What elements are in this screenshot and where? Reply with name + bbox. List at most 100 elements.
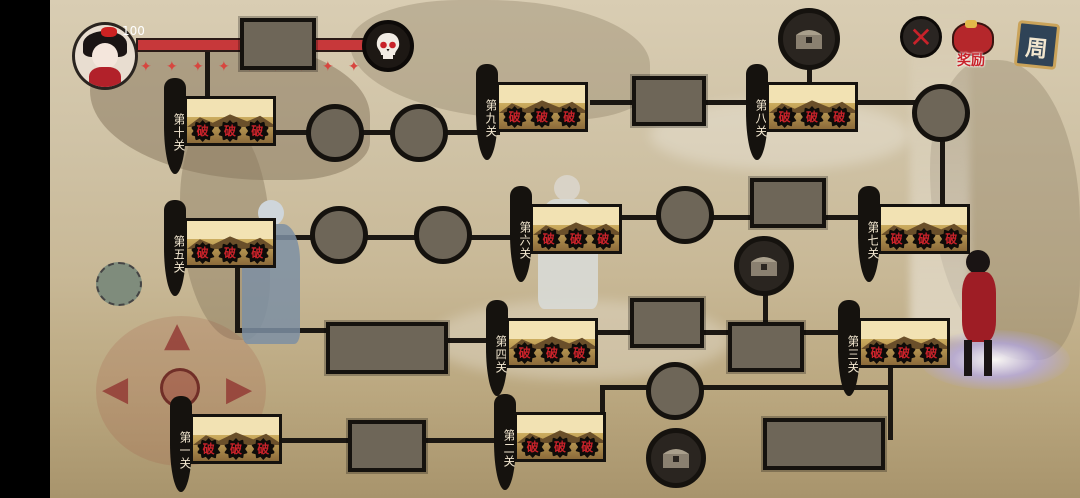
chest-icon — [796, 30, 822, 49]
reward-label: 奖励 — [957, 53, 985, 69]
broken-seal-icon: 破 — [884, 228, 909, 250]
close-button[interactable]: ✕ — [900, 16, 942, 58]
level-card[interactable]: 破破破 — [190, 414, 282, 464]
level-card-sky — [769, 85, 855, 103]
level-card[interactable]: 破破破 — [184, 218, 276, 268]
map-path — [595, 330, 845, 335]
level-seals: 破破破 — [189, 242, 271, 264]
broken-seal-icon: 破 — [772, 106, 797, 128]
level-label: 第八关 — [746, 64, 768, 160]
level-label: 第七关 — [858, 186, 880, 282]
avatar-bow — [101, 27, 117, 37]
map-node-circle[interactable] — [306, 104, 364, 162]
map-path — [205, 40, 210, 100]
level-node-3[interactable]: 第三关破破破 — [838, 300, 958, 396]
arrow-right-icon[interactable]: ▶ — [226, 369, 253, 409]
map-node-circle[interactable] — [912, 84, 970, 142]
map-path — [888, 360, 893, 440]
level-node-10[interactable]: 第十关破破破 — [164, 78, 284, 174]
level-node-8[interactable]: 第八关破破破 — [746, 64, 866, 160]
level-card[interactable]: 破破破 — [878, 204, 970, 254]
chest-icon — [663, 449, 689, 468]
level-label: 第四关 — [486, 300, 508, 396]
level-seals: 破破破 — [511, 342, 593, 364]
map-node-box[interactable] — [750, 178, 826, 228]
level-node-2[interactable]: 第二关破破破 — [494, 394, 614, 490]
reward-button[interactable]: 奖励 — [946, 20, 996, 72]
broken-seal-icon: 破 — [567, 342, 592, 364]
broken-seal-icon: 破 — [536, 228, 561, 250]
map-node-circle[interactable] — [656, 186, 714, 244]
level-card-sky — [187, 221, 273, 239]
level-seals: 破破破 — [863, 342, 945, 364]
level-seals: 破破破 — [195, 438, 277, 460]
flame-icon: ✦ — [322, 59, 334, 75]
broken-seal-icon: 破 — [512, 342, 537, 364]
map-path — [440, 130, 500, 135]
arrow-up-icon[interactable]: ▲ — [164, 315, 191, 355]
level-node-5[interactable]: 第五关破破破 — [164, 200, 284, 296]
level-card[interactable]: 破破破 — [514, 412, 606, 462]
map-node-box[interactable] — [632, 76, 706, 126]
map-path — [235, 255, 240, 330]
level-node-9[interactable]: 第九关破破破 — [476, 64, 596, 160]
heroine-character — [950, 250, 1010, 380]
broken-seal-icon: 破 — [575, 436, 600, 458]
broken-seal-icon: 破 — [217, 242, 242, 264]
broken-seal-icon: 破 — [911, 228, 936, 250]
level-label: 第六关 — [510, 186, 532, 282]
map-path — [600, 385, 890, 390]
map-path — [620, 215, 860, 220]
treasure-chest-node[interactable] — [646, 428, 706, 488]
treasure-chest-node[interactable] — [734, 236, 794, 296]
level-node-7[interactable]: 第七关破破破 — [858, 186, 978, 282]
boss-skull-node[interactable] — [362, 20, 414, 72]
player-avatar[interactable] — [72, 22, 138, 90]
level-card-sky — [861, 321, 947, 339]
map-node-circle[interactable] — [414, 206, 472, 264]
flame-icon: ✦ — [348, 59, 360, 75]
map-node-box[interactable] — [763, 418, 885, 470]
broken-seal-icon: 破 — [919, 342, 944, 364]
level-card[interactable]: 破破破 — [496, 82, 588, 132]
map-node-box[interactable] — [728, 322, 804, 372]
level-label: 第三关 — [838, 300, 860, 396]
broken-seal-icon: 破 — [251, 438, 276, 460]
arrow-left-icon[interactable]: ◀ — [102, 369, 129, 409]
broken-seal-icon: 破 — [190, 242, 215, 264]
level-seals: 破破破 — [519, 436, 601, 458]
level-card[interactable]: 破破破 — [184, 96, 276, 146]
level-label: 第二关 — [494, 394, 516, 490]
map-node-box[interactable] — [630, 298, 704, 348]
map-node-circle[interactable] — [390, 104, 448, 162]
broken-seal-icon: 破 — [557, 106, 582, 128]
map-node-circle[interactable] — [310, 206, 368, 264]
week-button[interactable]: 周 — [1013, 19, 1061, 71]
level-card[interactable]: 破破破 — [858, 318, 950, 368]
level-seals: 破破破 — [501, 106, 583, 128]
broken-seal-icon: 破 — [799, 106, 824, 128]
level-card[interactable]: 破破破 — [506, 318, 598, 368]
broken-seal-icon: 破 — [939, 228, 964, 250]
map-node-box[interactable] — [348, 420, 426, 472]
broken-seal-icon: 破 — [827, 106, 852, 128]
treasure-chest-node[interactable] — [778, 8, 840, 70]
level-node-1[interactable]: 第一关破破破 — [170, 396, 290, 492]
level-card[interactable]: 破破破 — [530, 204, 622, 254]
level-label: 第十关 — [164, 78, 186, 174]
level-label: 第五关 — [164, 200, 186, 296]
broken-seal-icon: 破 — [217, 120, 242, 142]
broken-seal-icon: 破 — [190, 120, 215, 142]
level-card[interactable]: 破破破 — [766, 82, 858, 132]
level-seals: 破破破 — [883, 228, 965, 250]
level-node-6[interactable]: 第六关破破破 — [510, 186, 630, 282]
flame-icon: ✦ — [218, 59, 230, 75]
map-path — [807, 50, 812, 90]
level-node-4[interactable]: 第四关破破破 — [486, 300, 606, 396]
broken-seal-icon: 破 — [539, 342, 564, 364]
week-label: 周 — [1024, 34, 1049, 64]
level-seals: 破破破 — [535, 228, 617, 250]
map-node-box[interactable] — [326, 322, 448, 374]
map-node-box[interactable] — [240, 18, 316, 70]
map-node-circle[interactable] — [646, 362, 704, 420]
